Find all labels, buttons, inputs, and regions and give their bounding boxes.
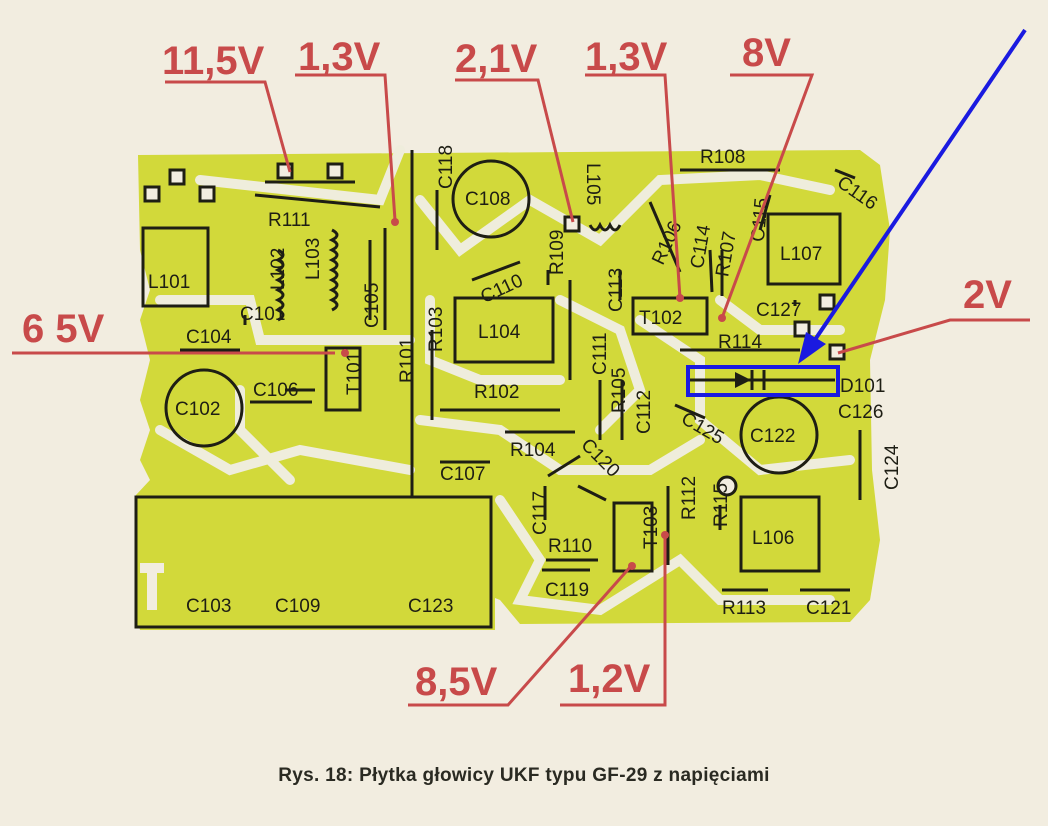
label-C105: C105 [362, 283, 383, 328]
callout-line-2v [837, 318, 1030, 355]
voltage-2v: 2V [963, 273, 1012, 317]
label-C109: C109 [275, 596, 320, 617]
label-C119: C119 [545, 580, 589, 601]
label-L107: L107 [780, 244, 822, 265]
label-C104: C104 [186, 327, 232, 348]
label-T101: T101 [344, 352, 365, 395]
label-D101: D101 [840, 376, 885, 397]
label-R109: R109 [547, 230, 568, 275]
pads [143, 162, 846, 497]
label-R113: R113 [722, 598, 766, 619]
voltage-6-5v: 6 5V [22, 307, 105, 351]
voltage-callouts [12, 73, 1030, 707]
label-L101: L101 [148, 272, 190, 293]
label-R105: R105 [609, 368, 630, 413]
ground-symbol [140, 563, 164, 610]
callout-line-8v [720, 73, 815, 319]
label-C117: C117 [530, 491, 551, 535]
highlight-arrow [798, 28, 1027, 364]
voltage-2-1v: 2,1V [455, 37, 538, 81]
label-C102: C102 [175, 399, 220, 420]
label-C106: C106 [253, 380, 298, 401]
label-R103: R103 [426, 307, 447, 352]
callout-line-11-5v [165, 80, 292, 173]
label-L105: L105 [582, 163, 603, 205]
label-C121: C121 [806, 598, 851, 619]
label-C113: C113 [606, 268, 627, 312]
label-R108: R108 [700, 147, 745, 168]
voltage-1-3v-a: 1,3V [298, 35, 381, 79]
label-C127: C127 [756, 300, 801, 321]
inductor-boxes [141, 212, 842, 573]
voltage-1-3v-b: 1,3V [585, 35, 668, 79]
label-R102: R102 [474, 382, 519, 403]
label-L102: L102 [268, 248, 289, 290]
voltage-11-5v: 11,5V [162, 39, 265, 83]
callout-line-8-5v [408, 564, 634, 707]
callout-line-1-2v [560, 535, 667, 707]
label-C103: C103 [186, 596, 231, 617]
label-C118: C118 [436, 145, 457, 189]
label-C101: C101 [240, 304, 285, 325]
label-C107: C107 [440, 464, 485, 485]
coil-symbols [274, 221, 622, 322]
label-C122: C122 [750, 426, 795, 447]
label-R104: R104 [510, 440, 556, 461]
label-R110: R110 [548, 536, 592, 557]
label-C124: C124 [882, 444, 903, 490]
label-R111: R111 [268, 210, 311, 231]
voltage-8-5v: 8,5V [415, 660, 498, 704]
label-C111: C111 [590, 332, 611, 375]
diode-d101 [690, 370, 835, 390]
label-L106: L106 [752, 528, 794, 549]
component-lines [180, 168, 862, 592]
label-T103: T103 [641, 506, 662, 549]
highlight-box [686, 365, 840, 397]
label-R115: R115 [711, 483, 732, 527]
label-C123: C123 [408, 596, 453, 617]
transistor-boxes [324, 296, 709, 573]
label-L104: L104 [478, 322, 521, 343]
voltage-1-2v: 1,2V [568, 657, 651, 701]
label-T102: T102 [639, 308, 682, 329]
figure-caption: Rys. 18: Płytka głowicy UKF typu GF-29 z… [278, 765, 770, 786]
label-C108: C108 [465, 189, 510, 210]
callout-line-1-3v-a [295, 73, 397, 221]
label-C112: C112 [634, 390, 655, 434]
label-R101: R101 [397, 338, 418, 383]
label-L103: L103 [303, 238, 324, 280]
label-R114: R114 [718, 332, 762, 353]
label-C126: C126 [838, 402, 883, 423]
label-R112: R112 [679, 476, 700, 520]
voltage-dots [341, 218, 726, 570]
callout-line-1-3v-b [585, 73, 682, 299]
callout-line-2-1v [455, 78, 575, 223]
ground-plane [134, 495, 493, 629]
voltage-8v: 8V [742, 31, 791, 75]
